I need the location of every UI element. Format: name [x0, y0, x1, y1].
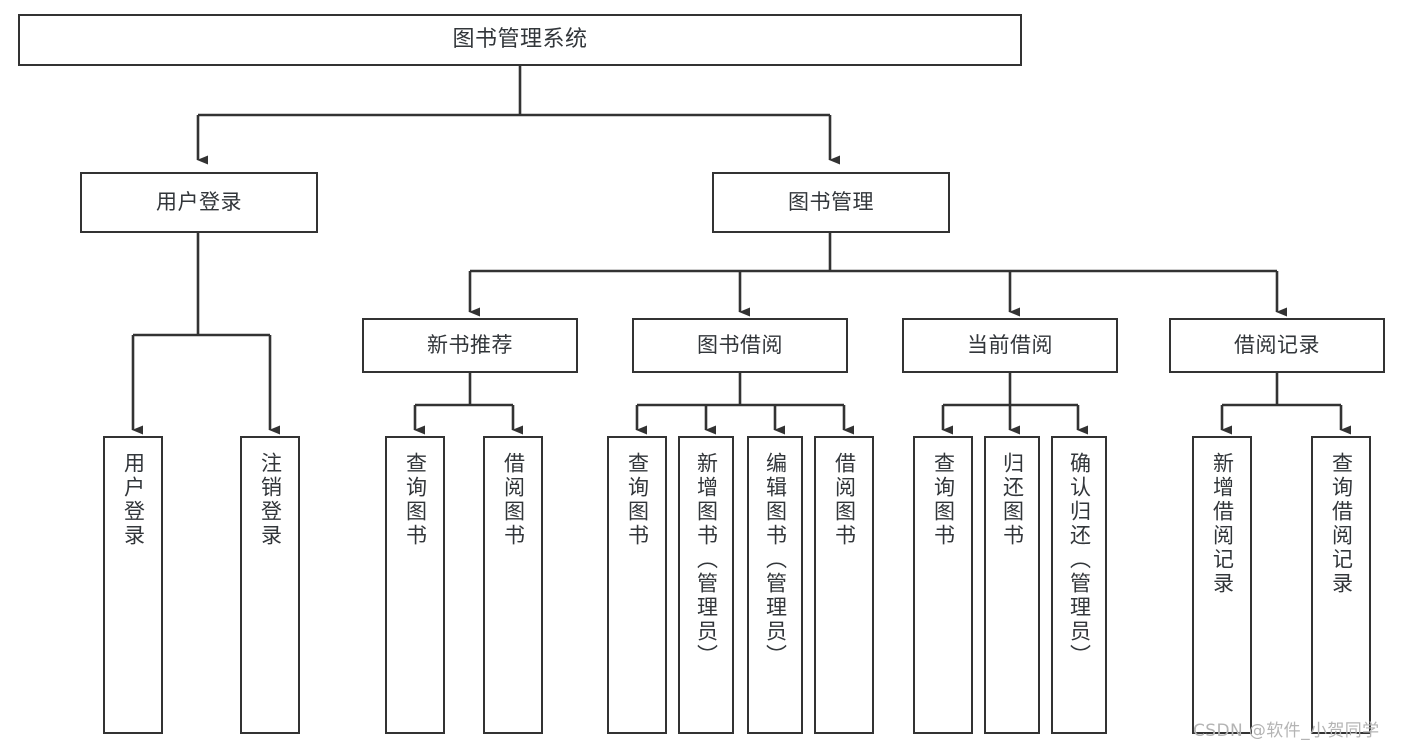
node-label: 查询借阅记录	[1329, 452, 1354, 596]
node-new-book-recommendation[interactable]: 新书推荐	[362, 318, 578, 373]
node-book-management[interactable]: 图书管理	[712, 172, 950, 233]
leaf-return-book[interactable]: 归还图书	[984, 436, 1040, 734]
leaf-borrow-book-borrowing[interactable]: 借阅图书	[814, 436, 874, 734]
node-label: 编辑图书（管理员）	[763, 452, 788, 668]
node-label: 图书管理系统	[452, 27, 588, 53]
leaf-query-book-borrowing[interactable]: 查询图书	[607, 436, 667, 734]
node-label: 图书借阅	[697, 333, 783, 358]
leaf-add-borrow-record[interactable]: 新增借阅记录	[1192, 436, 1252, 734]
leaf-query-book-current[interactable]: 查询图书	[913, 436, 973, 734]
node-label: 用户登录	[121, 452, 146, 548]
node-label: 查询图书	[403, 452, 428, 548]
node-label: 图书管理	[788, 190, 874, 215]
leaf-add-book-admin[interactable]: 新增图书（管理员）	[678, 436, 734, 734]
node-label: 查询图书	[931, 452, 956, 548]
node-current-borrowing[interactable]: 当前借阅	[902, 318, 1118, 373]
node-label: 用户登录	[156, 190, 242, 215]
node-label: 借阅记录	[1234, 333, 1320, 358]
node-user-login[interactable]: 用户登录	[80, 172, 318, 233]
node-label: 新增图书（管理员）	[694, 452, 719, 668]
leaf-edit-book-admin[interactable]: 编辑图书（管理员）	[747, 436, 803, 734]
node-root-book-management-system[interactable]: 图书管理系统	[18, 14, 1022, 66]
leaf-borrow-book-new-recommend[interactable]: 借阅图书	[483, 436, 543, 734]
leaf-query-book-new-recommend[interactable]: 查询图书	[385, 436, 445, 734]
node-book-borrowing[interactable]: 图书借阅	[632, 318, 848, 373]
leaf-logout[interactable]: 注销登录	[240, 436, 300, 734]
leaf-user-login[interactable]: 用户登录	[103, 436, 163, 734]
node-label: 新增借阅记录	[1210, 452, 1235, 596]
node-label: 注销登录	[258, 452, 283, 548]
node-label: 归还图书	[1000, 452, 1025, 548]
node-label: 借阅图书	[501, 452, 526, 548]
leaf-confirm-return-admin[interactable]: 确认归还（管理员）	[1051, 436, 1107, 734]
node-label: 当前借阅	[967, 333, 1053, 358]
node-label: 确认归还（管理员）	[1067, 452, 1092, 668]
node-borrowing-record[interactable]: 借阅记录	[1169, 318, 1385, 373]
node-label: 查询图书	[625, 452, 650, 548]
node-label: 借阅图书	[832, 452, 857, 548]
node-label: 新书推荐	[427, 333, 513, 358]
csdn-watermark: CSDN @软件_小贺同学	[1193, 721, 1380, 741]
leaf-query-borrow-record[interactable]: 查询借阅记录	[1311, 436, 1371, 734]
